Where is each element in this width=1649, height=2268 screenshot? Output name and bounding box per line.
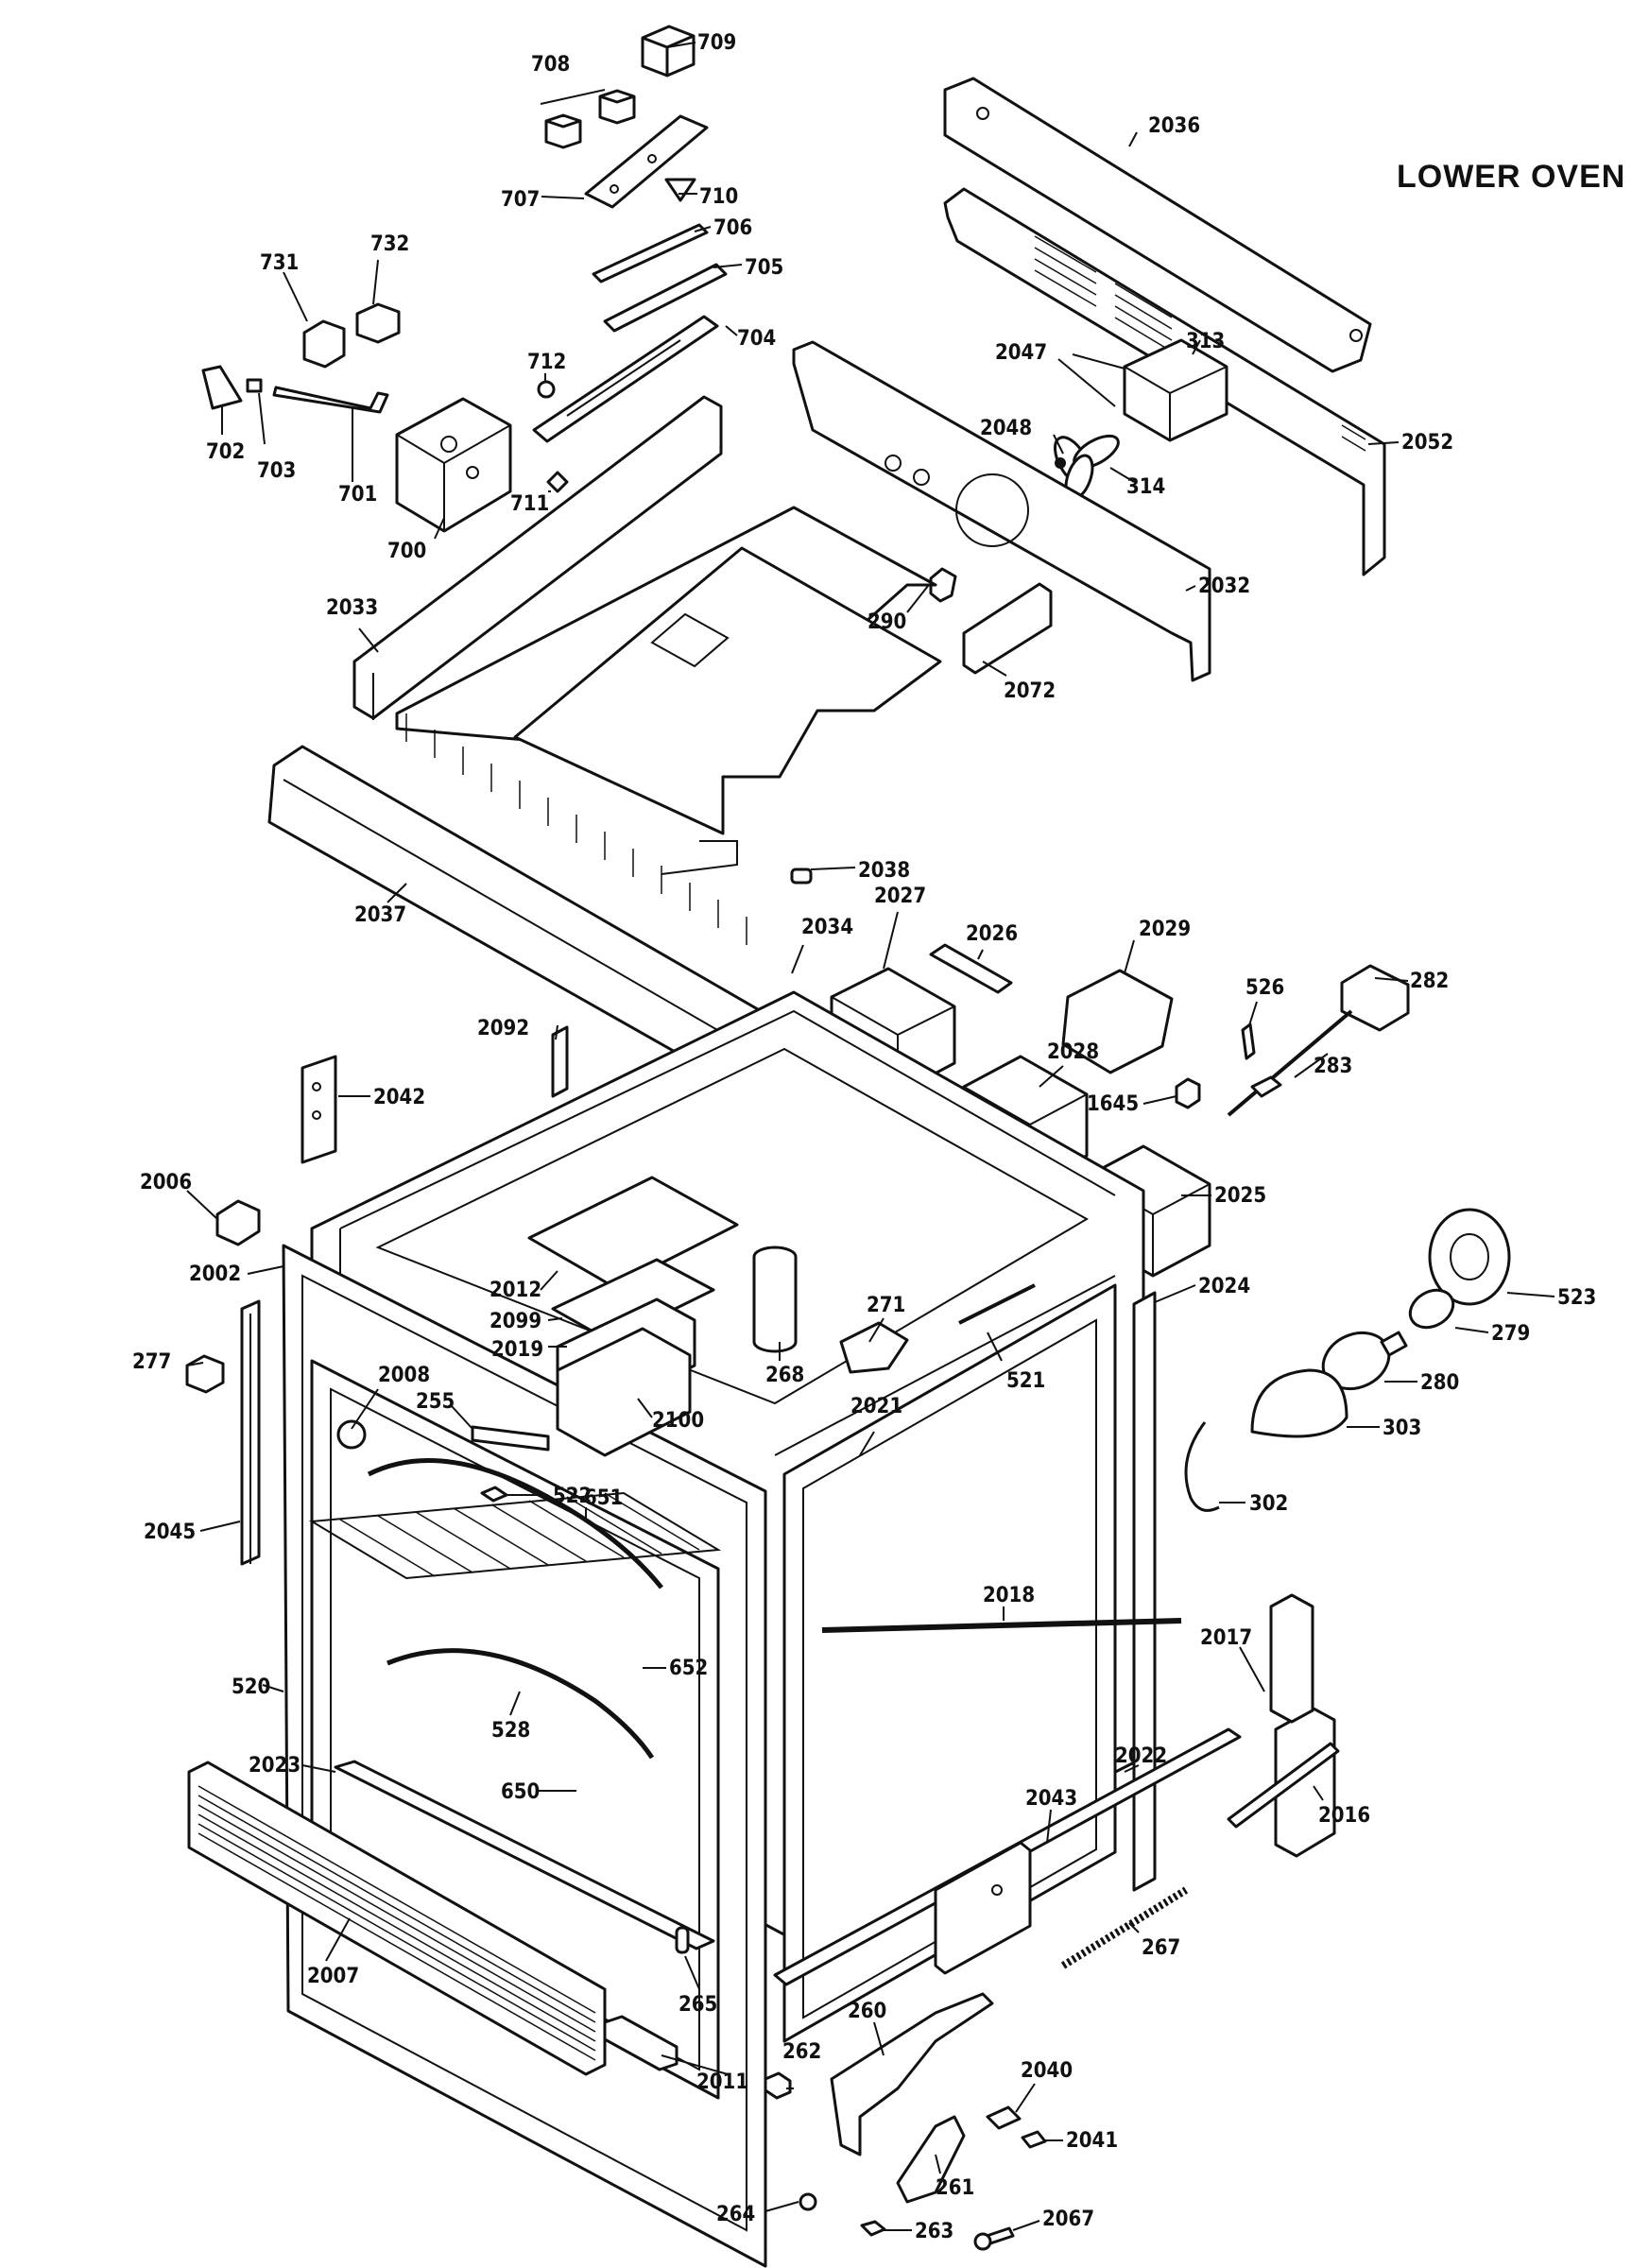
part-label-2008: 2008 <box>378 1364 430 1387</box>
part-label-2034: 2034 <box>801 916 853 939</box>
part-label-2011: 2011 <box>696 2070 748 2094</box>
part-label-303: 303 <box>1383 1417 1421 1440</box>
part-label-2019: 2019 <box>491 1338 543 1362</box>
part-label-2024: 2024 <box>1198 1275 1250 1298</box>
part-label-520: 520 <box>232 1675 270 1699</box>
part-label-277: 277 <box>132 1350 171 1374</box>
part-label-2036: 2036 <box>1148 114 1200 138</box>
part-label-255: 255 <box>416 1390 455 1414</box>
part-label-651: 651 <box>584 1486 623 1510</box>
part-label-2006: 2006 <box>140 1171 192 1194</box>
part-label-522: 522 <box>553 1485 592 1508</box>
part-label-2029: 2029 <box>1139 918 1191 941</box>
part-label-701: 701 <box>338 483 377 507</box>
lamp-parts-group <box>1184 1208 1511 1512</box>
part-label-2048: 2048 <box>980 417 1032 440</box>
part-label-528: 528 <box>491 1719 530 1743</box>
part-label-710: 710 <box>699 185 738 209</box>
part-label-526: 526 <box>1245 976 1284 1000</box>
top-wrapper-group <box>267 395 942 1108</box>
part-label-2002: 2002 <box>189 1263 241 1286</box>
part-label-704: 704 <box>737 327 776 351</box>
part-label-263: 263 <box>915 2220 953 2243</box>
part-label-2043: 2043 <box>1025 1787 1077 1811</box>
part-label-2012: 2012 <box>490 1279 541 1302</box>
part-label-271: 271 <box>867 1294 905 1317</box>
part-label-2037: 2037 <box>354 903 406 927</box>
part-label-707: 707 <box>501 188 540 212</box>
part-label-260: 260 <box>848 2000 886 2023</box>
part-label-314: 314 <box>1126 475 1165 499</box>
part-label-1645: 1645 <box>1087 1092 1139 1116</box>
part-label-2067: 2067 <box>1042 2208 1094 2231</box>
part-label-268: 268 <box>765 1364 804 1387</box>
part-label-700: 700 <box>387 540 426 563</box>
part-label-650: 650 <box>501 1780 540 1804</box>
part-label-711: 711 <box>510 492 549 516</box>
part-label-2032: 2032 <box>1198 575 1250 598</box>
part-label-732: 732 <box>370 232 409 256</box>
part-label-709: 709 <box>697 31 736 55</box>
part-label-2100: 2100 <box>652 1409 704 1433</box>
part-label-262: 262 <box>782 2040 821 2064</box>
part-label-712: 712 <box>527 351 566 374</box>
lower-parts-group <box>187 1593 1340 2251</box>
part-label-523: 523 <box>1557 1286 1596 1310</box>
part-label-2023: 2023 <box>249 1754 301 1778</box>
control-parts-group <box>201 25 728 533</box>
part-label-2017: 2017 <box>1200 1626 1252 1650</box>
part-label-264: 264 <box>716 2203 755 2226</box>
leader-lines <box>186 42 1555 2231</box>
part-label-2052: 2052 <box>1401 431 1453 455</box>
part-label-2099: 2099 <box>490 1310 541 1333</box>
part-label-2047: 2047 <box>995 341 1047 365</box>
part-label-283: 283 <box>1314 1055 1352 1078</box>
part-label-2022: 2022 <box>1115 1744 1167 1768</box>
part-label-652: 652 <box>669 1657 708 1680</box>
part-label-2026: 2026 <box>966 922 1018 946</box>
part-label-313: 313 <box>1186 330 1225 353</box>
part-label-2072: 2072 <box>1004 679 1056 703</box>
part-label-2007: 2007 <box>307 1965 359 1988</box>
rear-panel-group <box>792 77 1386 682</box>
part-labels: 709 708 707 710 706 705 704 712 711 700 … <box>132 31 1596 2243</box>
part-label-2027: 2027 <box>874 885 926 908</box>
section-title: LOWER OVEN <box>1397 159 1625 195</box>
part-label-2040: 2040 <box>1021 2059 1073 2083</box>
part-label-290: 290 <box>867 610 906 634</box>
part-label-2016: 2016 <box>1318 1804 1370 1828</box>
part-label-2021: 2021 <box>850 1395 902 1418</box>
part-label-267: 267 <box>1142 1936 1180 1960</box>
part-label-702: 702 <box>206 440 245 464</box>
part-label-731: 731 <box>260 251 299 275</box>
part-label-2038: 2038 <box>858 859 910 883</box>
part-label-2025: 2025 <box>1214 1184 1266 1208</box>
part-label-705: 705 <box>745 256 783 280</box>
part-label-302: 302 <box>1249 1492 1288 1516</box>
part-label-261: 261 <box>936 2176 974 2200</box>
left-side-parts-group <box>185 1025 569 1566</box>
part-label-282: 282 <box>1410 970 1449 993</box>
part-label-279: 279 <box>1491 1322 1530 1346</box>
part-label-265: 265 <box>678 1993 717 2017</box>
part-label-2018: 2018 <box>983 1584 1035 1607</box>
part-label-708: 708 <box>531 53 570 77</box>
part-label-2092: 2092 <box>477 1017 529 1040</box>
part-label-706: 706 <box>713 216 752 240</box>
part-label-703: 703 <box>257 459 296 483</box>
part-label-2042: 2042 <box>373 1086 425 1109</box>
part-label-2033: 2033 <box>326 596 378 620</box>
part-label-2045: 2045 <box>144 1521 196 1544</box>
part-label-2041: 2041 <box>1066 2129 1118 2153</box>
part-label-521: 521 <box>1006 1369 1045 1393</box>
part-label-2028: 2028 <box>1047 1040 1099 1064</box>
part-label-280: 280 <box>1420 1371 1459 1395</box>
